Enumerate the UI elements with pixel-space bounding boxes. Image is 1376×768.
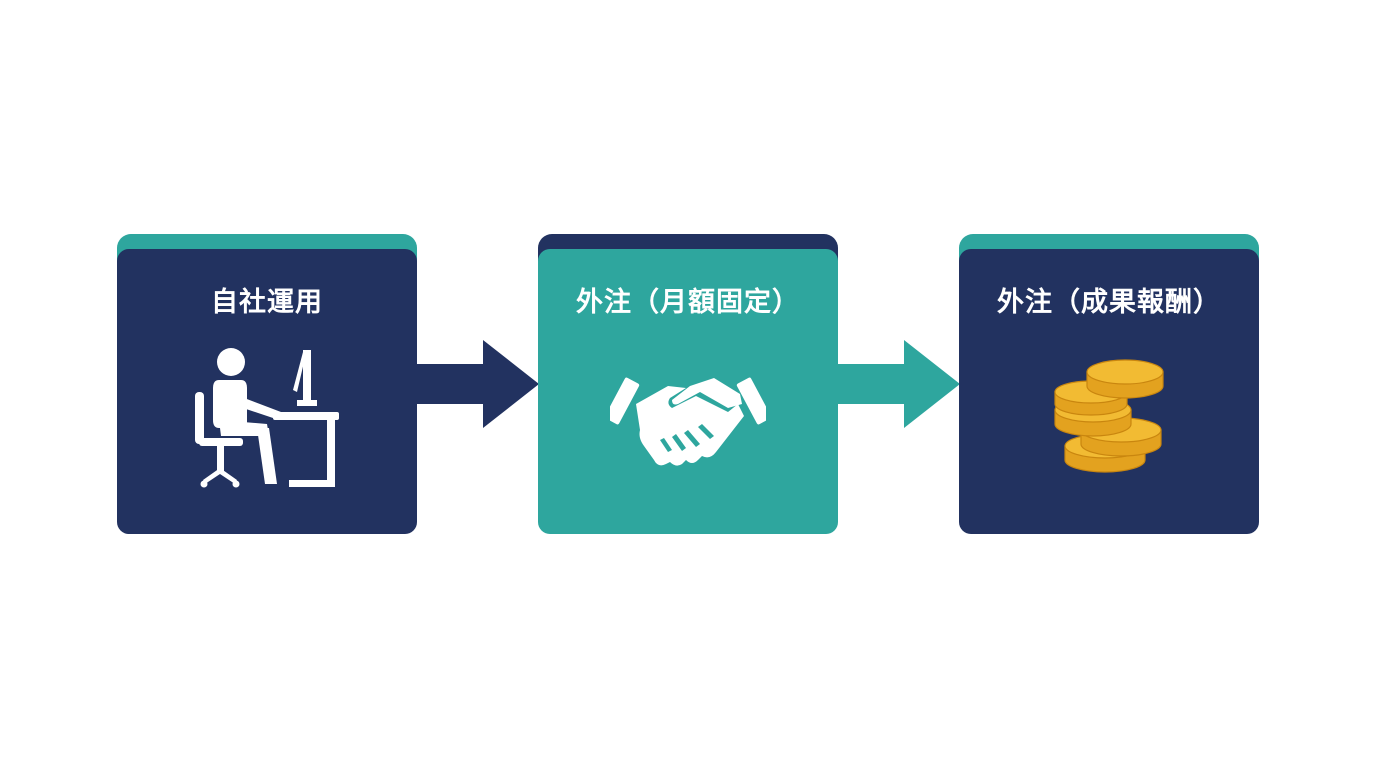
card-body [117,249,417,534]
step-card-outsourced-fixed: 外注（月額固定） [538,234,838,534]
step-title: 外注（月額固定） [576,287,800,318]
step-card-in-house: 自社運用 [117,234,417,534]
step-title: 外注（成果報酬） [997,287,1221,318]
step-card-outsourced-performance: 外注（成果報酬） [959,234,1259,534]
person-at-desk-icon [195,348,339,488]
step-title: 自社運用 [211,287,323,318]
handshake-icon [610,377,766,466]
flow-arrow-1 [415,340,539,428]
coins-stack-icon [1054,359,1164,473]
flow-arrow-2 [836,340,960,428]
